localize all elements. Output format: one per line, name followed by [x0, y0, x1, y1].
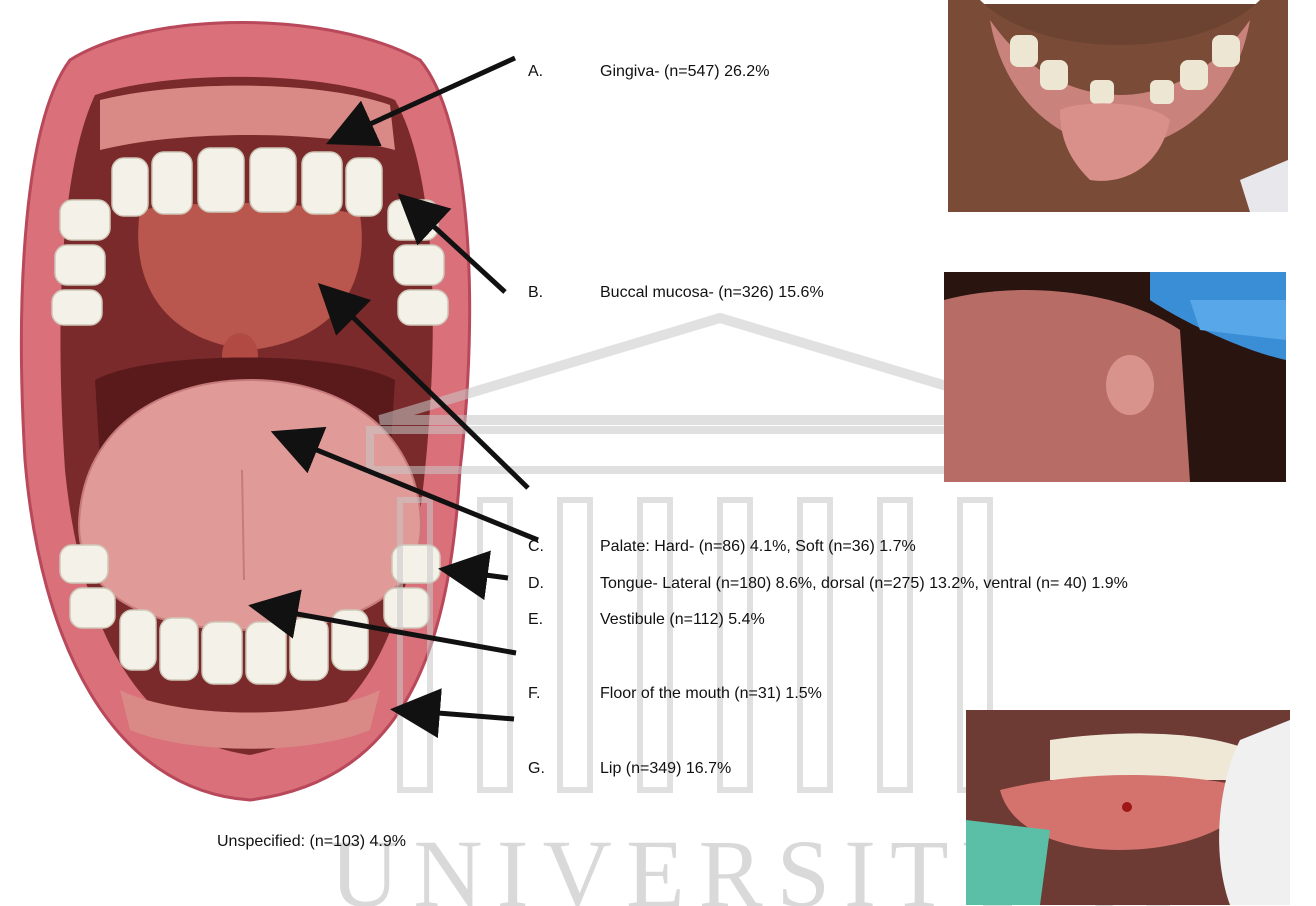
label-tongue: Tongue- Lateral (n=180) 8.6%, dorsal (n=… — [600, 574, 1128, 594]
label-vestibule: Vestibule (n=112) 5.4% — [600, 610, 765, 630]
label-letter-g: G. — [528, 759, 545, 779]
label-letter-c: C. — [528, 537, 544, 557]
label-letter-d: D. — [528, 574, 544, 594]
label-lip: Lip (n=349) 16.7% — [600, 759, 731, 779]
label-palate: Palate: Hard- (n=86) 4.1%, Soft (n=36) 1… — [600, 537, 916, 557]
clinical-photo-gingiva — [948, 0, 1288, 212]
label-letter-e: E. — [528, 610, 543, 630]
arrow-lip — [400, 710, 514, 719]
label-letter-f: F. — [528, 684, 540, 704]
clinical-photo-lip — [966, 710, 1290, 905]
tongue — [79, 380, 421, 630]
label-floor-of-mouth: Floor of the mouth (n=31) 1.5% — [600, 684, 822, 704]
clinical-photo-buccal-mucosa — [944, 272, 1286, 482]
label-letter-b: B. — [528, 283, 543, 303]
label-unspecified: Unspecified: (n=103) 4.9% — [217, 832, 406, 852]
label-gingiva: Gingiva- (n=547) 26.2% — [600, 62, 769, 82]
label-letter-a: A. — [528, 62, 543, 82]
label-buccal-mucosa: Buccal mucosa- (n=326) 15.6% — [600, 283, 824, 303]
